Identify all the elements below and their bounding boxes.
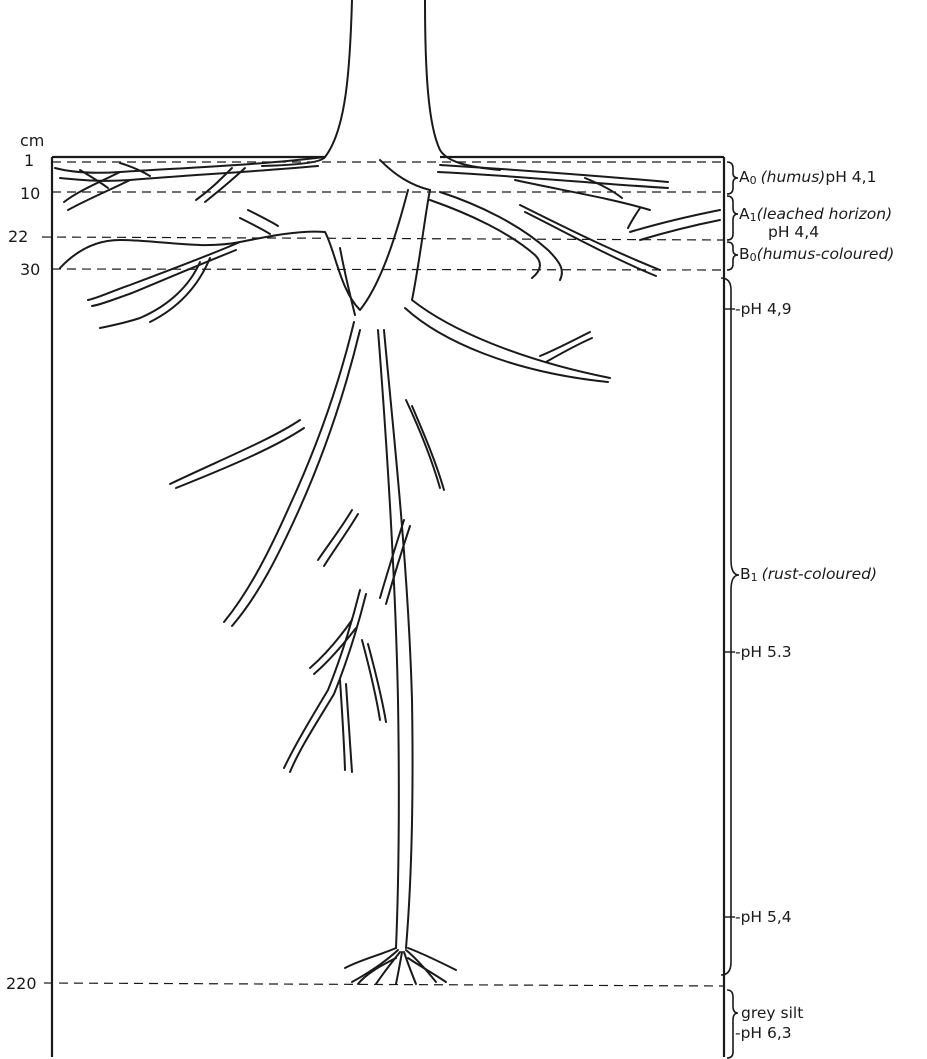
brace-a1 [727,196,738,240]
horizon-b1-sub: 1 [751,571,758,584]
horizon-b0-sub: 0 [750,251,757,264]
horizon-a0-desc: (humus) [761,168,826,186]
ph-marker-5-3: -pH 5.3 [735,643,792,661]
tree-root-system [55,0,720,984]
horizon-a1-ph: pH 4,4 [768,223,819,241]
taproot-outline [378,330,399,948]
horizon-a1-name: A [739,205,750,223]
depth-mark-22: 22 [8,227,28,246]
boundary-line-30cm [52,269,724,270]
fine-rootlets [345,948,456,984]
horizon-a0-ph: pH 4,1 [825,168,876,186]
depth-mark-220: 220 [6,974,37,993]
horizon-a1-label: A1(leached horizon) [739,205,892,224]
horizon-a1-sub: 1 [750,211,757,224]
horizon-b1-label: B1 (rust-coloured) [740,565,877,584]
depth-mark-10: 10 [20,184,40,203]
trunk-outline [262,0,352,166]
soil-profile-frame [52,157,724,1057]
lower-left-roots [284,590,360,768]
depth-unit-label: cm [20,131,44,150]
horizon-a0-label: A0 (humus)pH 4,1 [739,168,876,187]
boundary-line-22cm [42,237,724,240]
ph-marker-4-9: -pH 4,9 [735,300,792,318]
horizon-a0-name: A [739,168,750,186]
ph-ticks [724,309,735,917]
brace-a0 [727,162,738,194]
left-descending-root [224,322,354,622]
right-main-root [412,190,610,378]
ph-marker-6-3: -pH 6,3 [735,1024,792,1042]
depth-mark-1: 1 [24,151,34,170]
horizon-a1-desc: (leached horizon) [757,205,893,223]
horizon-b0-desc: (humus-coloured) [757,245,895,263]
horizon-b1-name: B [740,565,751,583]
horizon-b0-label: B0(humus-coloured) [739,245,894,264]
horizon-grey-silt-label: grey silt [741,1004,803,1022]
boundary-line-220cm [44,983,724,986]
horizon-a0-sub: 0 [750,174,757,187]
brace-b0 [727,242,738,270]
ph-marker-5-4: -pH 5,4 [735,908,792,926]
depth-mark-30: 30 [20,260,40,279]
horizon-b0-name: B [739,245,750,263]
horizon-b1-desc: (rust-coloured) [762,565,877,583]
